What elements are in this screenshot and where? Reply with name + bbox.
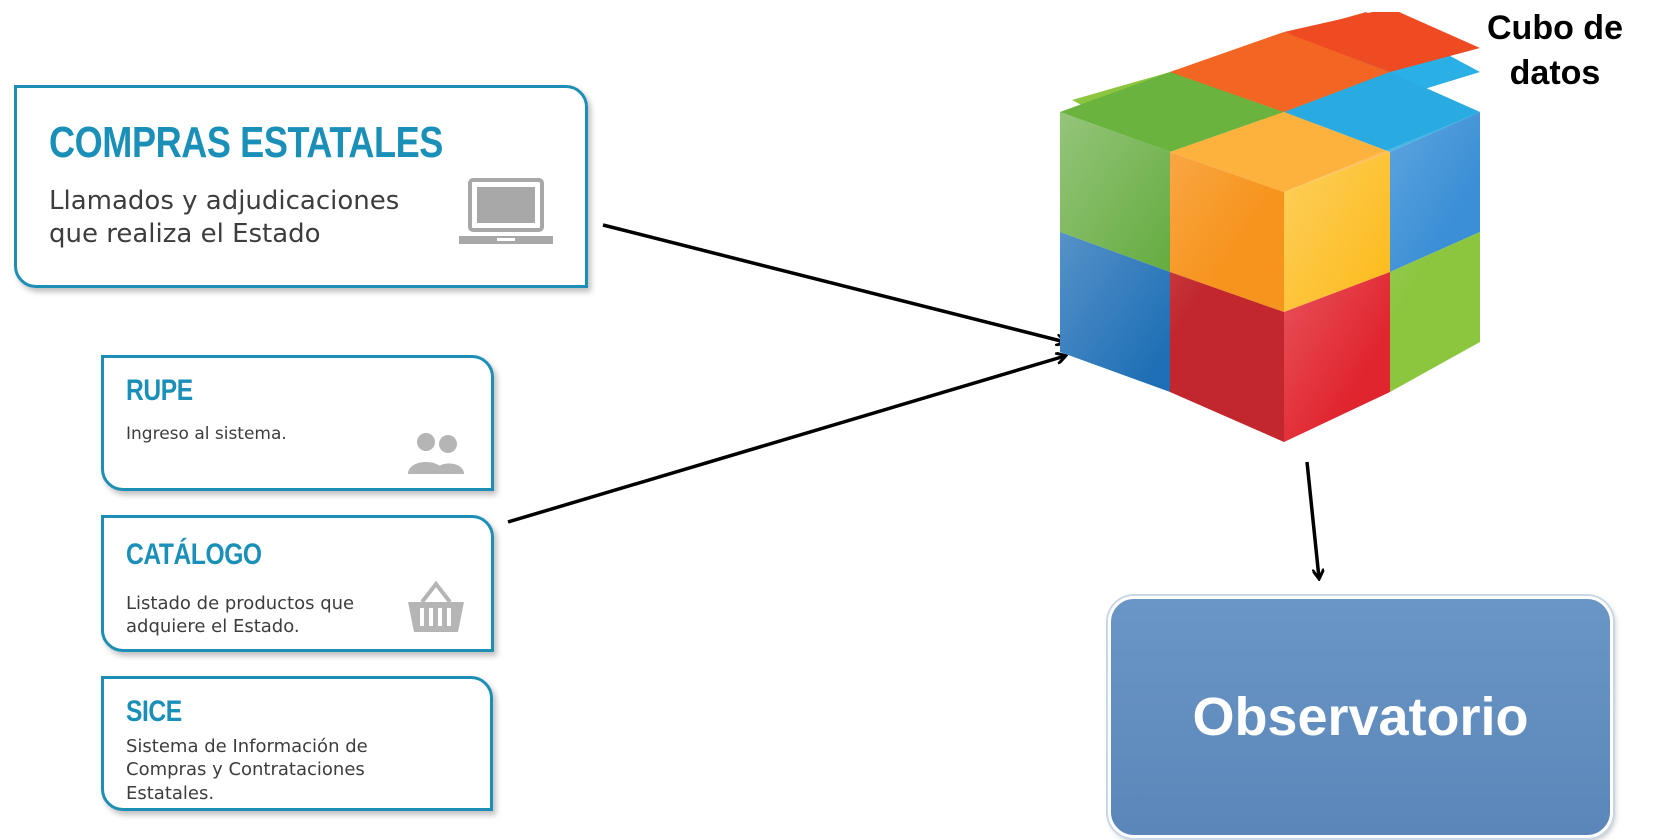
rupe-card[interactable]: RUPE Ingreso al sistema. bbox=[101, 355, 494, 491]
catalogo-desc-line2: adquiere el Estado. bbox=[126, 616, 300, 638]
basket-icon bbox=[408, 580, 464, 632]
sice-card[interactable]: SICE Sistema de Información de Compras y… bbox=[101, 676, 493, 811]
cube-label-line2: datos bbox=[1509, 53, 1601, 92]
observatorio-box[interactable]: Observatorio bbox=[1108, 596, 1613, 838]
compras-desc-line2: que realiza el Estado bbox=[49, 219, 321, 250]
cube-label-line1: Cubo de bbox=[1487, 9, 1623, 47]
catalogo-description: Listado de productos que adquiere el Est… bbox=[126, 592, 386, 638]
sice-title: SICE bbox=[126, 695, 182, 728]
catalogo-title: CATÁLOGO bbox=[126, 538, 262, 571]
arrow-compras-to-cube bbox=[602, 223, 1065, 342]
compras-title: COMPRAS ESTATALES bbox=[49, 118, 443, 167]
users-icon bbox=[408, 431, 464, 474]
rupe-description: Ingreso al sistema. bbox=[126, 424, 287, 444]
rupe-title: RUPE bbox=[126, 374, 193, 407]
compras-desc-line1: Llamados y adjudicaciones bbox=[49, 186, 400, 216]
cube-label: Cubo de datos bbox=[1460, 6, 1650, 96]
laptop-icon bbox=[459, 178, 553, 244]
sice-desc-line2: Compras y Contrataciones bbox=[126, 759, 365, 781]
data-cube-icon bbox=[1060, 12, 1480, 442]
compras-estatales-card[interactable]: COMPRAS ESTATALES Llamados y adjudicacio… bbox=[14, 85, 588, 288]
catalogo-desc-line1: Listado de productos que bbox=[126, 593, 355, 614]
sice-desc-line1: Sistema de Información de bbox=[126, 736, 368, 757]
arrow-cube-to-observatorio bbox=[1305, 461, 1319, 578]
observatorio-label: Observatorio bbox=[1192, 687, 1529, 747]
sice-desc-line3: Estatales. bbox=[126, 782, 215, 804]
sice-description: Sistema de Información de Compras y Cont… bbox=[126, 735, 406, 805]
compras-description: Llamados y adjudicaciones que realiza el… bbox=[49, 185, 449, 252]
arrow-catalogo-to-cube bbox=[507, 356, 1065, 524]
catalogo-card[interactable]: CATÁLOGO Listado de productos que adquie… bbox=[101, 515, 494, 652]
